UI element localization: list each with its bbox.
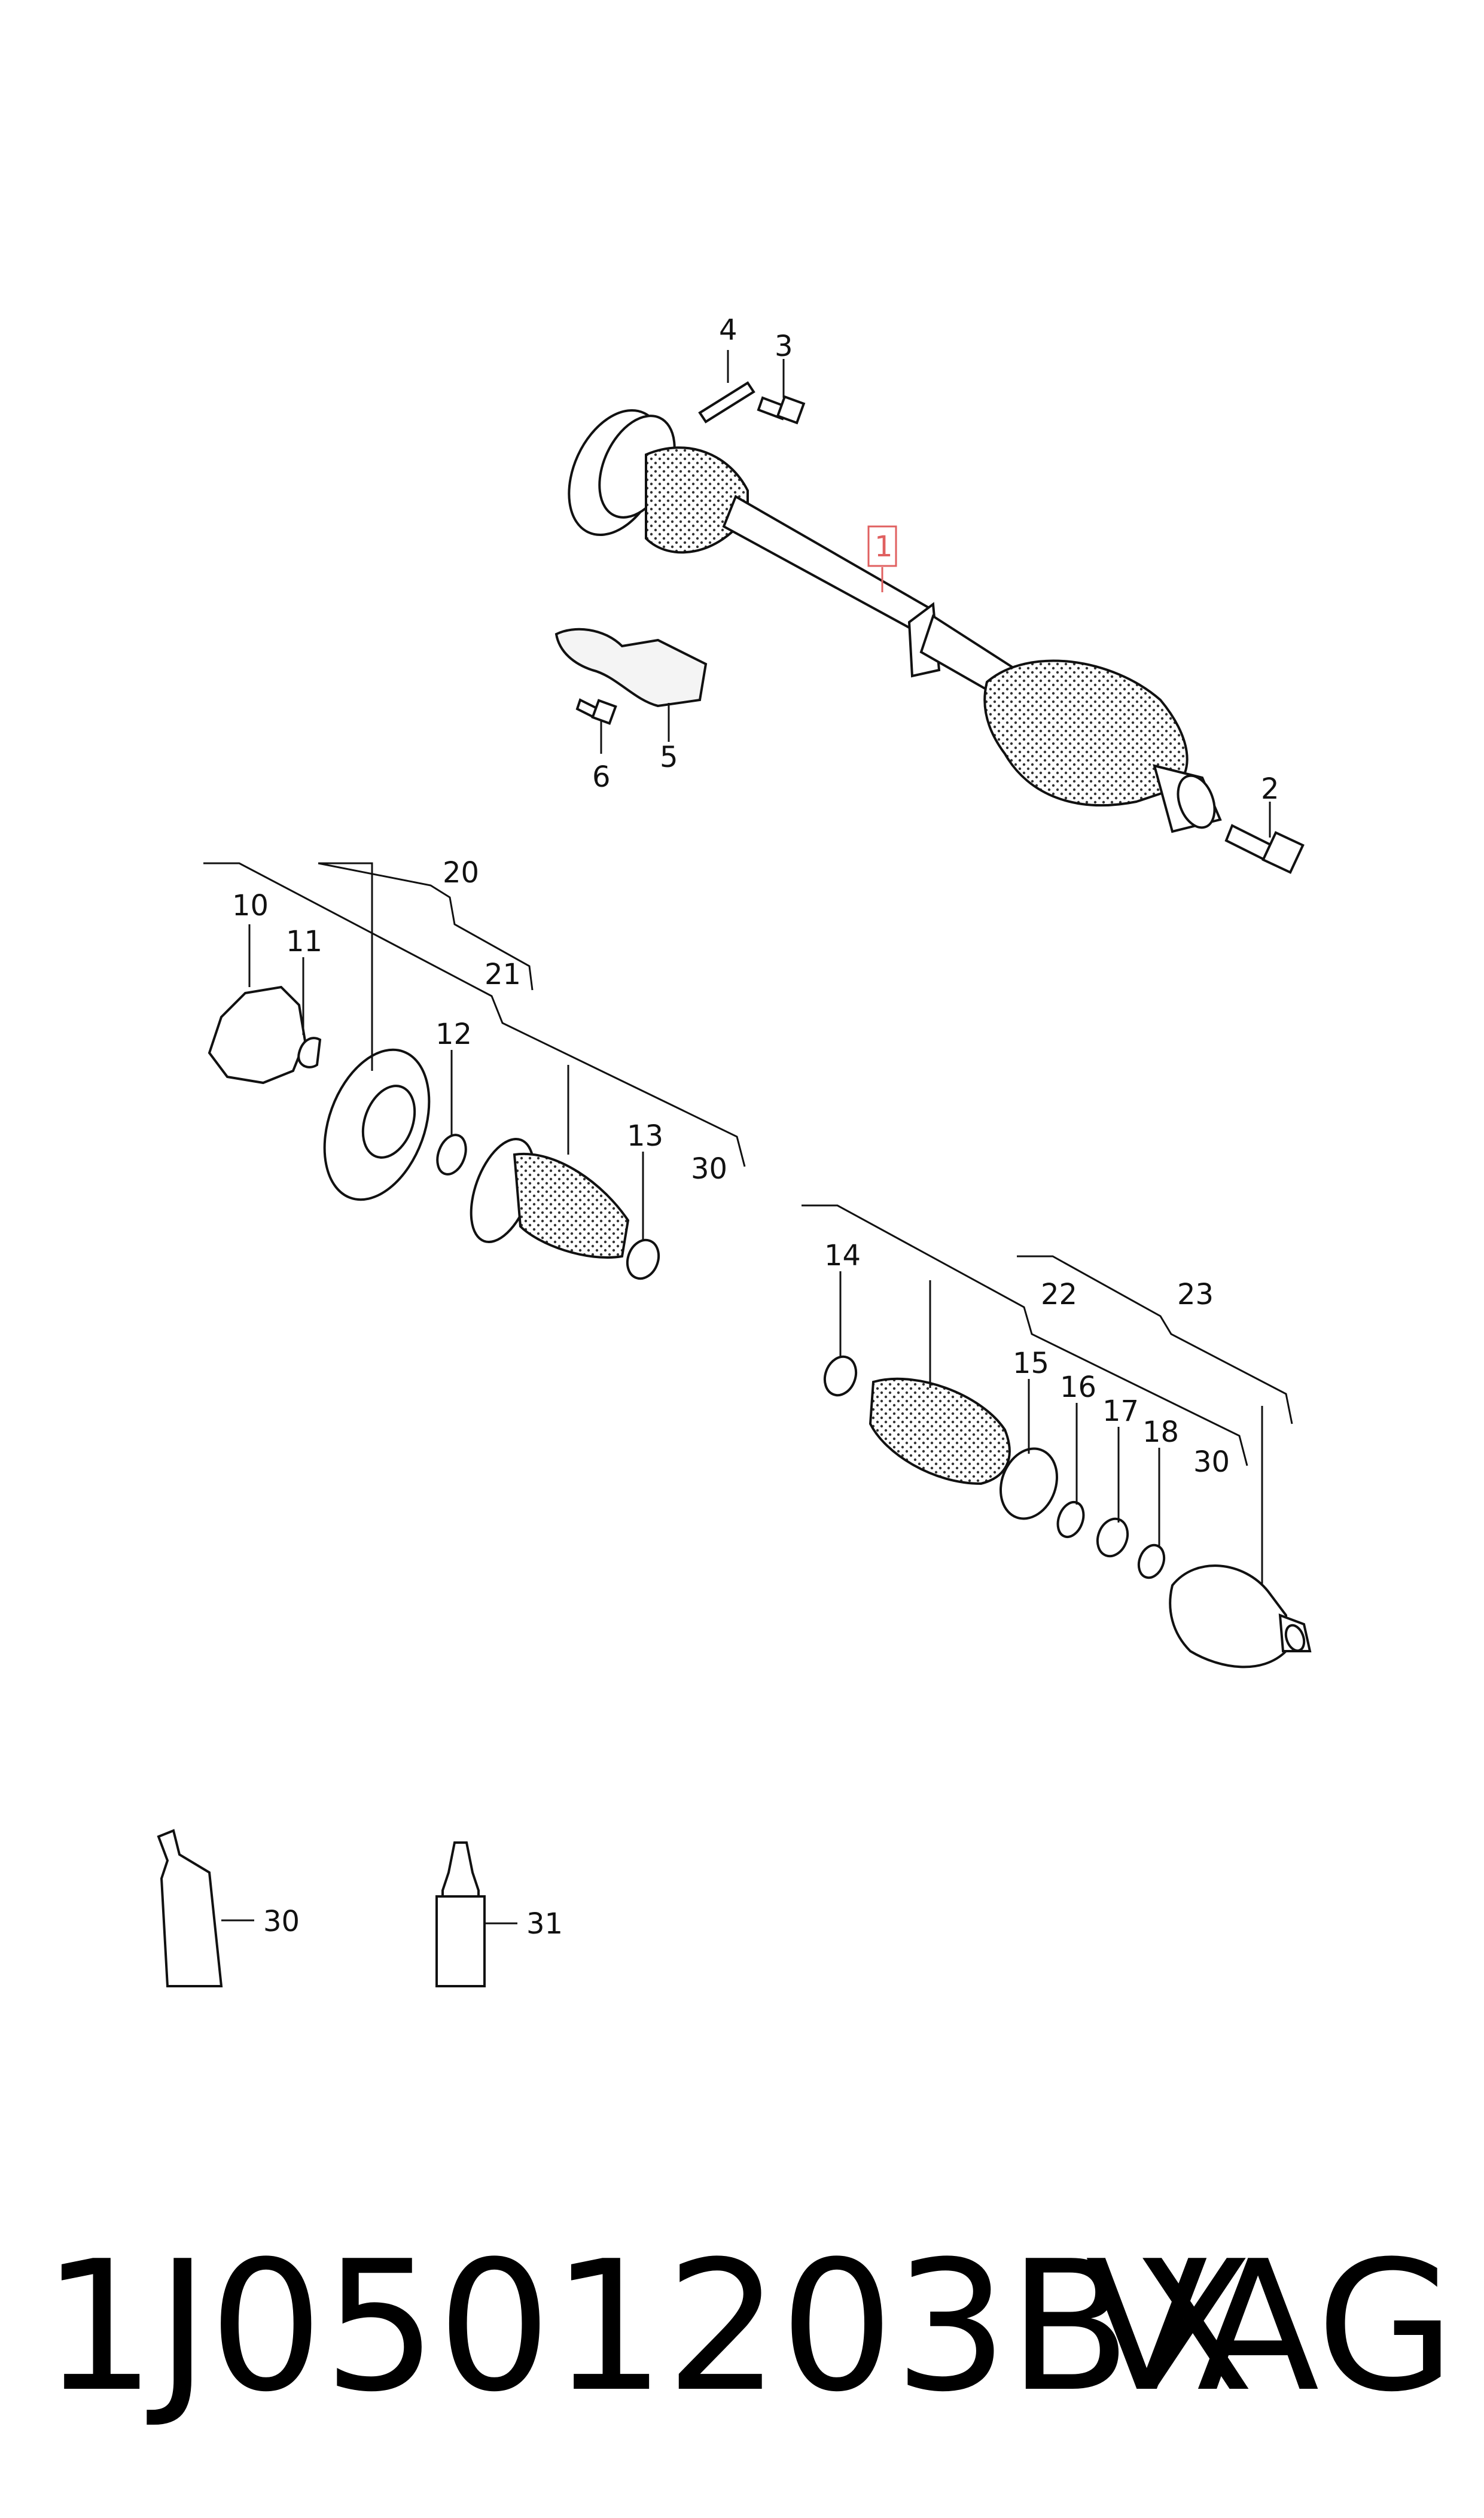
bolt-2-shape xyxy=(1224,824,1305,874)
drive-shaft-assembly xyxy=(568,409,1222,833)
callout-16: 16 xyxy=(1060,1371,1096,1404)
lock-plate-4-shape xyxy=(698,381,755,424)
callout-6: 6 xyxy=(592,760,611,794)
clamp-13-shape xyxy=(626,1238,660,1280)
sealant-bottle-31-shape xyxy=(435,1841,486,1987)
callout-30-inner-kit: 30 xyxy=(691,1152,727,1186)
circlip-11-shape xyxy=(297,1037,322,1068)
callout-labels: 1 2 3 4 5 6 10 11 12 13 14 15 16 17 18 2… xyxy=(232,313,1279,1941)
inner-joint-20-shape xyxy=(323,1048,431,1201)
callout-20: 20 xyxy=(443,856,479,890)
callout-18: 18 xyxy=(1142,1415,1179,1449)
washer-12-shape xyxy=(436,1134,467,1176)
gasket-10-shape xyxy=(208,985,307,1085)
callout-3: 3 xyxy=(775,330,793,363)
clamp-14-shape xyxy=(823,1355,858,1397)
exploded-parts-diagram: 1 2 3 4 5 6 10 11 12 13 14 15 16 17 18 2… xyxy=(157,313,1312,1987)
outer-joint-23-shape xyxy=(1169,1564,1312,1668)
circlip-18-shape xyxy=(1137,1543,1166,1579)
callout-11: 11 xyxy=(286,925,322,958)
callout-10: 10 xyxy=(232,889,269,922)
callout-30-outer-kit: 30 xyxy=(1193,1445,1230,1479)
boot-22-shape xyxy=(869,1377,1011,1485)
boot-21-shape xyxy=(470,1138,630,1259)
callout-12: 12 xyxy=(435,1018,472,1051)
leader-lines xyxy=(203,350,1293,1925)
heat-shield-5-shape xyxy=(554,628,708,708)
callout-14: 14 xyxy=(824,1239,861,1272)
callout-4: 4 xyxy=(719,313,738,347)
bolt-6-shape xyxy=(575,698,617,725)
part-number: 1J0501203BX xyxy=(42,2222,1254,2431)
callout-2: 2 xyxy=(1261,772,1279,806)
callout-31: 31 xyxy=(526,1907,563,1941)
callout-23: 23 xyxy=(1177,1278,1214,1311)
callout-21: 21 xyxy=(484,958,521,991)
brand-name: VAG xyxy=(1085,2222,1455,2431)
callout-15: 15 xyxy=(1013,1347,1049,1380)
bolt-3-shape xyxy=(757,395,806,425)
spacer-17-shape xyxy=(1096,1517,1129,1558)
washer-16-shape xyxy=(1056,1500,1085,1539)
grease-tube-30-shape xyxy=(157,1829,223,1987)
callout-17: 17 xyxy=(1102,1395,1139,1428)
callout-1: 1 xyxy=(874,530,893,564)
callout-13: 13 xyxy=(627,1119,663,1153)
clamp-15-shape xyxy=(999,1447,1059,1520)
callout-1-highlight-box xyxy=(867,525,897,567)
callout-30-grease: 30 xyxy=(263,1905,300,1938)
callout-5: 5 xyxy=(660,741,678,774)
callout-22: 22 xyxy=(1041,1278,1077,1311)
